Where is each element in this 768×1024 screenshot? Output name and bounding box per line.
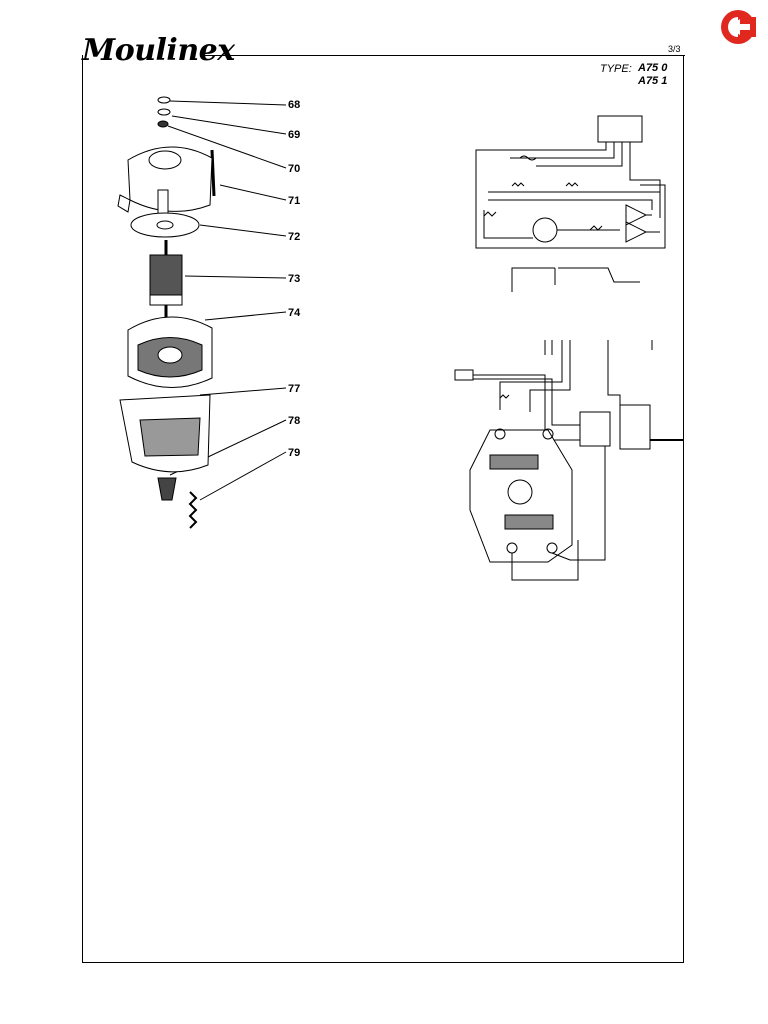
callout-number: 74 [288,307,301,319]
callout-number: 69 [288,129,301,141]
back-arrow-icon [721,10,756,44]
callout-number: 71 [288,195,301,207]
wiring-diagram-bottom [454,340,684,581]
motor-exploded-view [117,96,216,529]
type-label: TYPE: [600,63,632,75]
page-number: 3/3 [668,44,681,54]
callout-leader-lines [167,100,287,501]
callout-number: 72 [288,231,301,243]
callout-number: 68 [288,99,301,111]
brand-logo: Moulinex [82,33,235,68]
header-rule [205,55,685,56]
type-code: A75 1 [638,75,668,87]
callout-number: 79 [288,447,301,459]
callout-number: 77 [288,383,301,395]
back-button[interactable] [720,9,756,45]
wiring-schematic-top [475,115,666,292]
callout-number: 78 [288,415,301,427]
type-code: A75 0 [638,62,668,74]
callout-number: 70 [288,163,301,175]
page-frame [82,55,684,963]
callout-number: 73 [288,273,301,285]
